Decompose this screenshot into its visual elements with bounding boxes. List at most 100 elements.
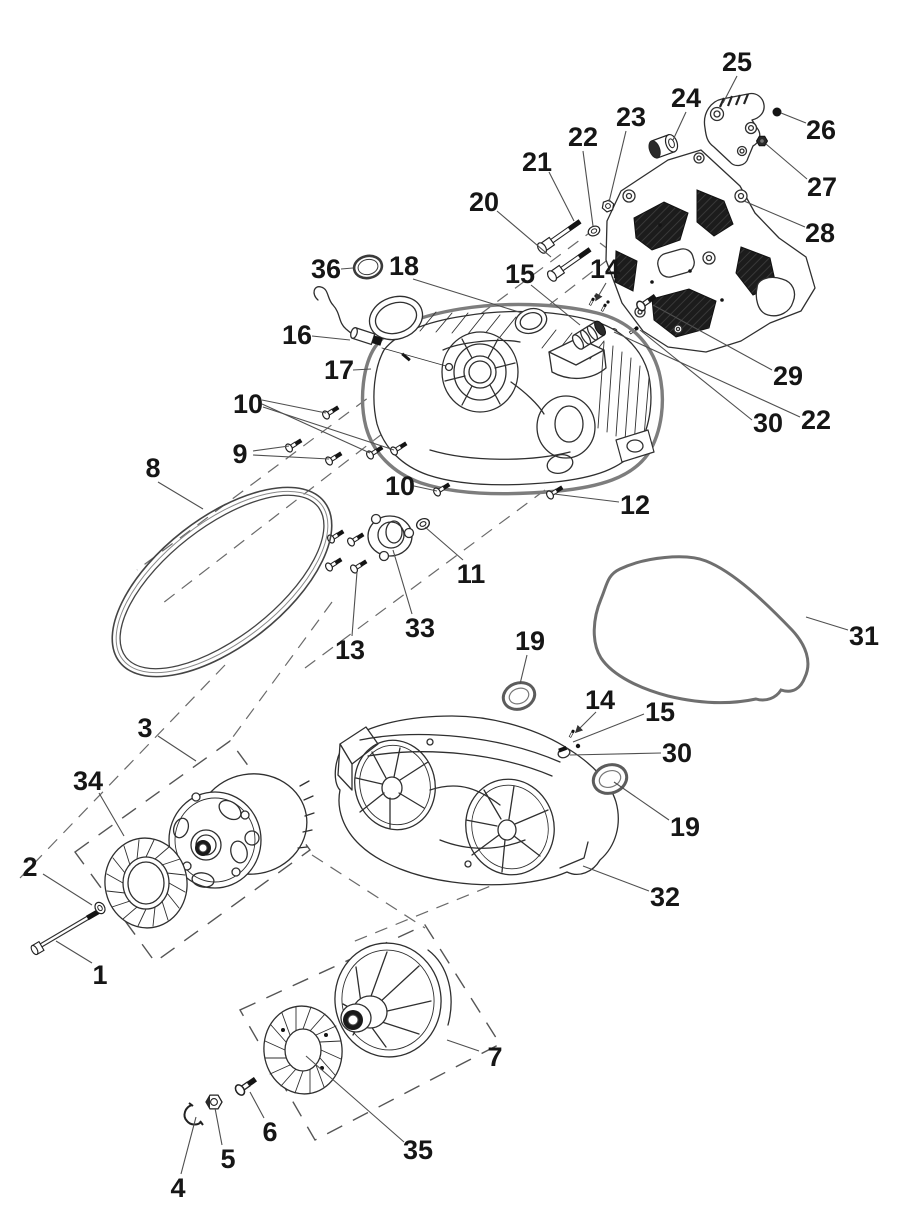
leader-line-34 bbox=[98, 792, 125, 837]
bolt-13 bbox=[345, 530, 367, 548]
leader-line-33 bbox=[392, 549, 413, 615]
leader-line-8 bbox=[157, 481, 204, 510]
leader-line-1 bbox=[55, 940, 93, 964]
leader-line-25 bbox=[722, 75, 738, 104]
bolt-13 bbox=[323, 555, 345, 573]
leader-line-15 bbox=[572, 713, 645, 743]
bolt-10 bbox=[320, 403, 342, 421]
washer-22 bbox=[585, 223, 603, 239]
bolt-9 bbox=[323, 449, 345, 467]
leader-line-29 bbox=[652, 304, 773, 371]
part-label-29: 29 bbox=[773, 361, 803, 391]
fitting-30 bbox=[557, 745, 571, 759]
drive-belt-8 bbox=[111, 486, 333, 678]
leader-line-20 bbox=[496, 210, 552, 258]
plate-holes bbox=[622, 152, 748, 334]
leader-line-3 bbox=[157, 735, 197, 762]
part-label-3: 3 bbox=[137, 713, 152, 743]
leader-line-19 bbox=[613, 781, 670, 821]
part-label-10: 10 bbox=[385, 471, 415, 501]
part-label-2: 2 bbox=[22, 852, 37, 882]
part-label-7: 7 bbox=[487, 1042, 502, 1072]
part-label-18: 18 bbox=[389, 251, 419, 281]
leader-line-10 bbox=[413, 485, 438, 492]
leader-line-22 bbox=[613, 331, 801, 418]
nut-27 bbox=[755, 135, 769, 147]
leader-line-2 bbox=[42, 873, 93, 906]
leader-line-9 bbox=[252, 445, 290, 452]
plate-cutout bbox=[755, 276, 796, 317]
part-label-4: 4 bbox=[170, 1173, 185, 1203]
leader-line-14 bbox=[574, 711, 597, 734]
heat-shield-plate-assembly bbox=[535, 92, 816, 353]
dashed-box-3 bbox=[74, 740, 311, 963]
part-label-22: 22 bbox=[801, 405, 831, 435]
bolt-9 bbox=[283, 436, 305, 454]
part-label-20: 20 bbox=[469, 187, 499, 217]
part-label-14: 14 bbox=[590, 254, 620, 284]
leader-line-30 bbox=[569, 752, 662, 756]
bolt-21 bbox=[535, 216, 584, 256]
hose-nipple bbox=[444, 362, 454, 372]
leader-line-14 bbox=[595, 282, 607, 302]
leader-line-35 bbox=[305, 1055, 405, 1143]
bolt-13 bbox=[348, 557, 370, 575]
leader-line-26 bbox=[780, 112, 807, 124]
part-label-36: 36 bbox=[311, 254, 341, 284]
leader-line-13 bbox=[351, 571, 358, 637]
vent-fan-right bbox=[465, 778, 555, 876]
part-label-22: 22 bbox=[568, 122, 598, 152]
part-label-8: 8 bbox=[145, 453, 160, 483]
engine-case-fins bbox=[597, 341, 655, 463]
part-label-15: 15 bbox=[645, 697, 675, 727]
vent-fan-left bbox=[354, 739, 436, 831]
leader-line-19 bbox=[519, 654, 528, 685]
breather-valve-assembly bbox=[571, 294, 610, 350]
part-label-10: 10 bbox=[233, 389, 263, 419]
part-label-23: 23 bbox=[616, 102, 646, 132]
primary-clutch-3 bbox=[168, 773, 315, 889]
leader-line-5 bbox=[214, 1107, 223, 1146]
part-label-21: 21 bbox=[522, 147, 552, 177]
leader-line-36 bbox=[340, 267, 354, 270]
engine-mount-bracket bbox=[703, 92, 765, 167]
part-label-24: 24 bbox=[671, 83, 701, 113]
part-label-11: 11 bbox=[457, 559, 486, 589]
leader-line-10 bbox=[261, 399, 327, 414]
leader-line-30 bbox=[639, 329, 753, 421]
part-label-17: 17 bbox=[324, 355, 354, 385]
intake-opening bbox=[368, 295, 424, 341]
fan-ring-34 bbox=[104, 837, 188, 929]
leader-line-12 bbox=[553, 493, 620, 503]
part-label-1: 1 bbox=[92, 960, 107, 990]
part-label-15: 15 bbox=[505, 259, 535, 289]
part-label-28: 28 bbox=[805, 218, 835, 248]
pin-26 bbox=[772, 107, 782, 117]
screw-15 bbox=[575, 743, 581, 749]
leader-line-6 bbox=[249, 1091, 265, 1119]
leader-line-11 bbox=[424, 526, 464, 561]
part-label-12: 12 bbox=[620, 490, 650, 520]
part-label-25: 25 bbox=[722, 47, 752, 77]
screw-14 bbox=[568, 728, 576, 739]
part-label-33: 33 bbox=[405, 613, 435, 643]
leader-line-15 bbox=[530, 284, 581, 326]
outer-cover-seal-31 bbox=[592, 555, 810, 705]
part-label-9: 9 bbox=[232, 439, 247, 469]
part-label-26: 26 bbox=[806, 115, 836, 145]
part-label-27: 27 bbox=[807, 172, 837, 202]
driven-pulley-7 bbox=[334, 942, 452, 1058]
bushing bbox=[648, 133, 679, 159]
leader-line-4 bbox=[180, 1116, 197, 1175]
leader-line-32 bbox=[582, 865, 650, 892]
part-label-30: 30 bbox=[662, 738, 692, 768]
fan-35 bbox=[263, 1005, 343, 1095]
part-label-34: 34 bbox=[73, 766, 103, 796]
seal-ring-18 bbox=[514, 307, 548, 335]
leader-line-31 bbox=[805, 616, 849, 631]
leader-line-17 bbox=[352, 368, 372, 371]
part-label-13: 13 bbox=[335, 635, 365, 665]
duct-opening bbox=[548, 337, 607, 379]
leader-line-18 bbox=[412, 278, 523, 314]
